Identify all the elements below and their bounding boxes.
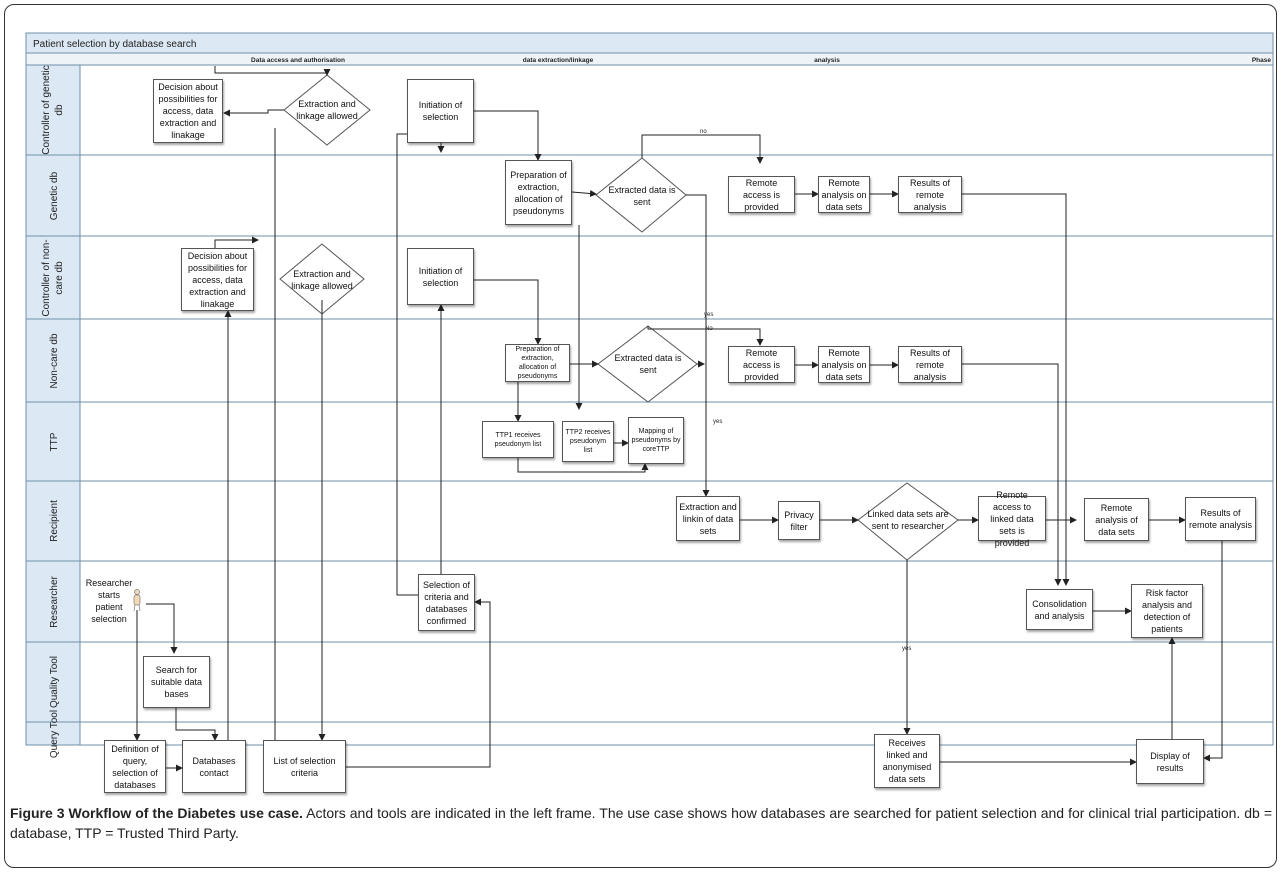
connectors <box>133 66 1223 772</box>
researcher-person-icon <box>133 589 141 612</box>
node-linked-sent: Linked data sets are sent to researcher <box>867 509 949 531</box>
node-receives-linked: Receives linked and anonymised data sets <box>874 734 940 788</box>
node-prep-noncare: Preparation of extraction, allocation of… <box>505 344 570 382</box>
lane-separators <box>26 154 1273 723</box>
node-results-recipient: Results of remote analysis <box>1185 497 1256 541</box>
node-remote-analysis-recipient: Remote analysis of data sets <box>1084 498 1149 541</box>
lane-label-genetic-db: Genetic db <box>49 171 60 220</box>
node-privacy-filter: Privacy filter <box>778 501 820 540</box>
node-consolidation: Consolidation and analysis <box>1026 589 1093 630</box>
node-prep-genetic: Preparation of extraction, allocation of… <box>505 160 572 225</box>
edge-label-yes-linked: yes <box>902 646 911 652</box>
node-remote-analysis-noncare: Remote analysis on data sets <box>818 346 870 383</box>
node-decision-noncare: Decision about possibilities for access,… <box>181 248 254 311</box>
lane-label-ttp: TTP <box>49 432 60 451</box>
title-bar <box>25 32 1274 54</box>
lane-label-controller-noncare: Controller of non-care db <box>41 239 65 316</box>
node-extracted-sent-genetic: Extracted data is sent <box>608 185 676 207</box>
figure-caption: Figure 3 Workflow of the Diabetes use ca… <box>10 803 1272 843</box>
lane-label-noncare-db: Non-care db <box>49 333 60 388</box>
lane-label-query-tool: Query Tool <box>49 710 60 758</box>
lane-label-researcher: Researcher <box>49 575 60 627</box>
node-databases-contact: Databases contact <box>182 740 246 793</box>
diamond-extracted-sent-genetic <box>595 157 687 233</box>
node-decision-genetic: Decision about possibilities for access,… <box>153 79 223 143</box>
diamond-extracted-sent-noncare <box>597 325 698 403</box>
node-ttp2: TTP2 receives pseudonym list <box>562 421 614 462</box>
node-extraction-allowed-noncare: Extraction and linkage allowed <box>291 269 353 291</box>
phase-label-phase: Phase <box>1252 57 1272 64</box>
node-extraction-allowed-genetic: Extraction and linkage allowed <box>296 99 358 121</box>
phase-label-access: Data access and authorisation <box>251 57 345 64</box>
lane-label-recipient: Recipient <box>49 500 60 542</box>
node-selection-confirmed: Selection of criteria and databases conf… <box>418 574 475 631</box>
diamond-extraction-allowed-genetic <box>283 74 371 146</box>
node-display-results: Display of results <box>1136 739 1204 784</box>
node-initiation-noncare: Initiation of selection <box>407 248 474 305</box>
phase-label-analysis: analysis <box>814 57 840 64</box>
caption-bold: Figure 3 Workflow of the Diabetes use ca… <box>10 805 303 821</box>
caption-text: Actors and tools are indicated in the le… <box>10 805 1273 841</box>
figure-frame <box>4 4 1277 868</box>
node-remote-access-linked: Remote access to linked data sets is pro… <box>978 490 1046 548</box>
node-search-suitable: Search for suitable data bases <box>143 656 210 708</box>
node-list-criteria: List of selection criteria <box>263 740 346 793</box>
phase-label-extraction: data extraction/linkage <box>523 57 594 64</box>
phase-header <box>25 52 1274 66</box>
edge-label-no-noncare: No <box>705 326 713 332</box>
node-researcher-start: Researcher starts patient selection <box>85 578 133 624</box>
node-results-noncare: Results of remote analysis <box>898 346 962 383</box>
node-ttp1: TTP1 receives pseudonym list <box>482 421 554 458</box>
edge-label-yes-genetic: yes <box>704 312 713 318</box>
diagram-title: Patient selection by database search <box>33 39 196 50</box>
node-initiation-genetic: Initiation of selection <box>407 79 474 143</box>
node-remote-access-genetic: Remote access is provided <box>728 176 795 213</box>
edge-label-no-genetic: no <box>700 129 707 135</box>
edge-label-yes-noncare: yes <box>713 419 722 425</box>
node-risk-factor: Risk factor analysis and detection of pa… <box>1131 584 1203 638</box>
node-results-genetic: Results of remote analysis <box>898 176 962 213</box>
node-definition-query: Definition of query, selection of databa… <box>104 740 166 793</box>
node-mapping: Mapping of pseudonyms by coreTTP <box>628 417 684 464</box>
node-extracted-sent-noncare: Extracted data is sent <box>614 353 682 375</box>
node-remote-analysis-genetic: Remote analysis on data sets <box>818 176 870 213</box>
node-remote-access-noncare: Remote access is provided <box>728 346 795 383</box>
lane-label-column <box>25 64 81 746</box>
node-extraction-linkin: Extraction and linkin of data sets <box>676 496 740 541</box>
lane-label-quality-tool: Quality Tool <box>49 656 60 708</box>
